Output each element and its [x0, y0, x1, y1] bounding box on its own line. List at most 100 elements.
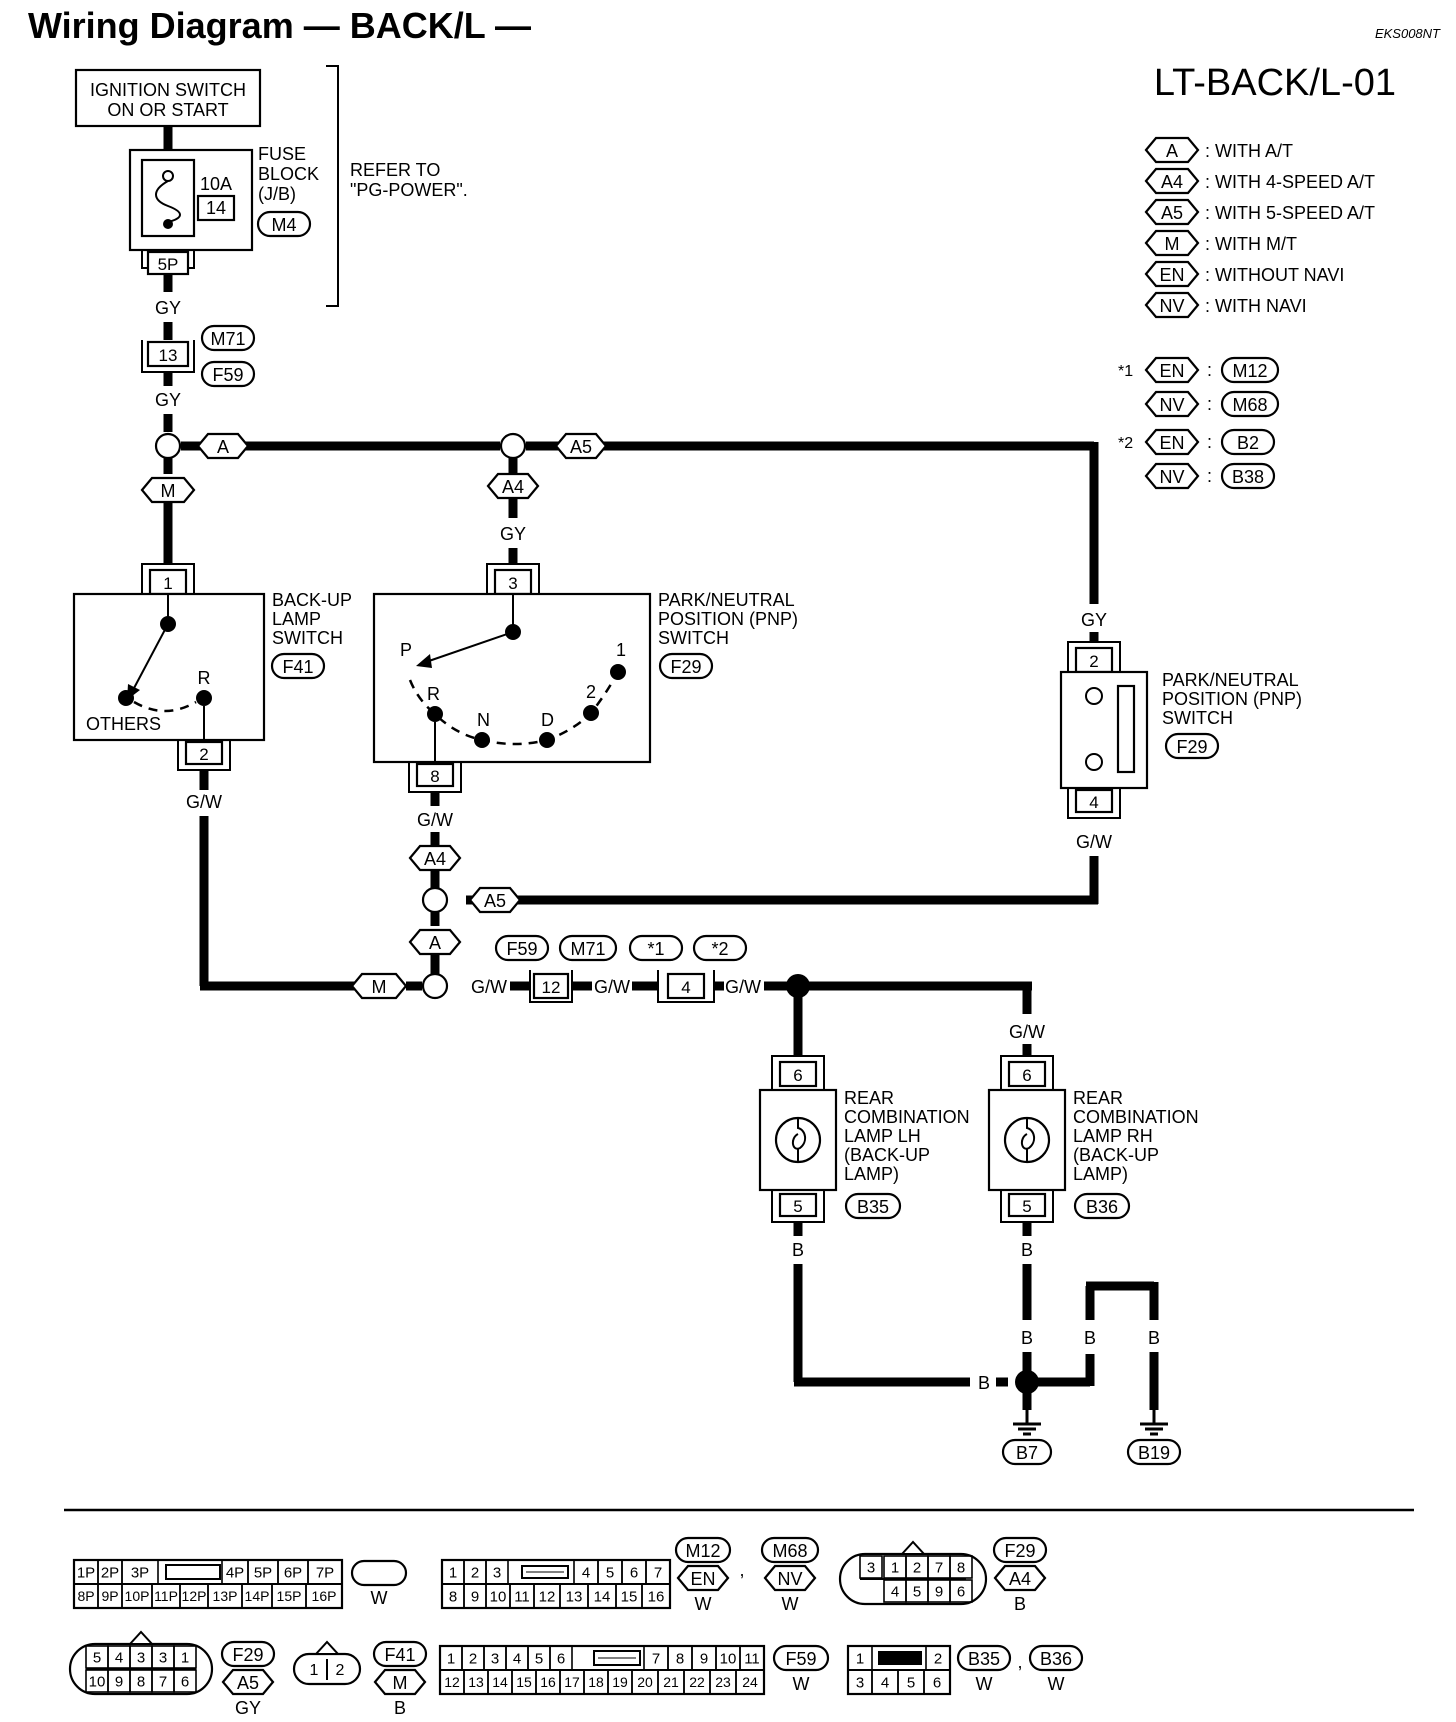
switch-pin-bottom: 4 — [1089, 793, 1098, 812]
connector-cell: 1P — [77, 1564, 95, 1581]
lamp-label-3: LAMP LH — [844, 1126, 921, 1146]
page-title: Wiring Diagram — BACK/L — — [28, 5, 531, 46]
fuse-number: 14 — [206, 198, 226, 218]
legend-tag: A — [1166, 141, 1178, 161]
lamp-connector: B35 — [857, 1197, 889, 1217]
fuse-rating: 10A — [200, 174, 232, 194]
switch-position-p: P — [400, 640, 412, 660]
connector-cell-box — [949, 1555, 973, 1579]
connector-cell: 22 — [689, 1674, 705, 1690]
tag-label: A4 — [424, 849, 446, 869]
connector-cell-box — [173, 1645, 197, 1669]
document-code: EKS008NT — [1375, 26, 1441, 41]
connector-color: W — [371, 1588, 388, 1608]
connector-cell: 1 — [181, 1649, 189, 1666]
switch-label-2: POSITION (PNP) — [658, 609, 798, 629]
connector-cell: 16 — [540, 1674, 556, 1690]
connector-name: F59 — [785, 1649, 816, 1669]
switch-label-1: BACK-UP — [272, 590, 352, 610]
connector-cell: 15 — [516, 1674, 532, 1690]
tag-m-bottom: M — [350, 972, 408, 1000]
connector-cell: 8 — [449, 1588, 457, 1605]
ground-connector: B19 — [1138, 1443, 1170, 1463]
ground-b7: B7 — [1001, 1408, 1053, 1466]
switch-position-2: 2 — [586, 682, 596, 702]
connector-cell-box — [923, 1669, 951, 1695]
wire-color-gy: GY — [500, 524, 526, 544]
connector-color-2: W — [1048, 1674, 1065, 1694]
connector-cell-box — [949, 1579, 973, 1603]
joint-connector-4: 4 *1 *2 — [628, 934, 748, 1003]
note-colon: : — [1207, 432, 1212, 452]
connector-color: W — [976, 1674, 993, 1694]
connector-cell: 14 — [492, 1674, 508, 1690]
wire-color-gy: GY — [155, 390, 181, 410]
legend-tag: M — [1165, 234, 1180, 254]
switch-position-r: R — [427, 684, 440, 704]
tag-a4-top: A4 — [486, 472, 540, 500]
ignition-switch-block: IGNITION SWITCH ON OR START — [74, 68, 262, 128]
connector-tag: A4 — [1009, 1569, 1031, 1589]
connector-name: F29 — [232, 1645, 263, 1665]
connector-cell: 19 — [612, 1674, 628, 1690]
switch-position-d: D — [541, 710, 554, 730]
tag-label: A4 — [502, 477, 524, 497]
switch-pin-bottom: 2 — [199, 745, 208, 764]
connector-cell: 6P — [284, 1564, 302, 1581]
note-connector: B38 — [1232, 467, 1264, 487]
note-connector: M68 — [1232, 395, 1267, 415]
note-connector: M12 — [1232, 361, 1267, 381]
connector-separator: , — [1017, 1652, 1022, 1672]
tag-label: A — [217, 437, 229, 457]
joint-connector-1: *1 — [647, 939, 664, 959]
refer-bracket: REFER TO "PG-POWER". — [326, 65, 468, 307]
connector-cell-box — [859, 1555, 883, 1579]
connector-cell: 12P — [182, 1588, 207, 1604]
connector-tag: A5 — [237, 1673, 259, 1693]
connector-name: B35 — [968, 1649, 1000, 1669]
connector-separator: , — [739, 1560, 744, 1580]
connector-cell: 14P — [245, 1588, 270, 1604]
connector-cell: 3 — [159, 1649, 167, 1666]
legend-text: : WITH 4-SPEED A/T — [1205, 172, 1375, 192]
lamp-label-5: LAMP) — [844, 1164, 899, 1184]
connector-color: W — [782, 1594, 799, 1614]
connector-cell: 15P — [277, 1588, 302, 1604]
lamp-pin-bottom: 5 — [793, 1197, 802, 1216]
connector-cell: 7 — [654, 1564, 662, 1581]
connector-cell: 10 — [89, 1673, 106, 1690]
connector-cell: 13 — [566, 1588, 583, 1605]
connector-cell: 2 — [471, 1564, 479, 1581]
connector-color: W — [695, 1594, 712, 1614]
connector-cell: 11 — [514, 1588, 530, 1605]
fuse-connector: M4 — [271, 215, 296, 235]
tag-label: A5 — [570, 437, 592, 457]
switch-label-1: PARK/NEUTRAL — [1162, 670, 1299, 690]
legend-text: : WITH M/T — [1205, 234, 1297, 254]
tag-label: M — [161, 481, 176, 501]
connector-cell: 4 — [881, 1674, 889, 1691]
legend-item-nv: NV : WITH NAVI — [1144, 291, 1307, 319]
connector-cell: 8 — [676, 1650, 684, 1667]
connector-cell: 6 — [181, 1673, 189, 1690]
switch-connector: F29 — [1176, 737, 1207, 757]
tag-a-bottom: A — [408, 928, 462, 956]
legend-text: : WITH 5-SPEED A/T — [1205, 203, 1375, 223]
pnp-switch-5at: 2 4 PARK/NEUTRAL POSITION (PNP) SWITCH F… — [1059, 641, 1302, 819]
connector-cell: 5 — [606, 1564, 614, 1581]
connector-cell: 5 — [913, 1583, 921, 1600]
wire-color-gy: GY — [155, 298, 181, 318]
note-colon: : — [1207, 360, 1212, 380]
connector-cell: 8 — [957, 1559, 965, 1576]
connector-cell: 10 — [720, 1650, 737, 1667]
connector-cell: 4 — [891, 1583, 899, 1600]
connector-cell: 1 — [891, 1559, 899, 1576]
ignition-label-2: ON OR START — [107, 100, 228, 120]
pnp-switch-4at: 3 P R N D 2 1 8 PARK/NEUTRAL POSITION (P… — [372, 563, 798, 793]
legend-item-m: M : WITH M/T — [1144, 229, 1297, 257]
wire-color-gw: G/W — [725, 977, 761, 997]
connector-tag: EN — [690, 1569, 715, 1589]
